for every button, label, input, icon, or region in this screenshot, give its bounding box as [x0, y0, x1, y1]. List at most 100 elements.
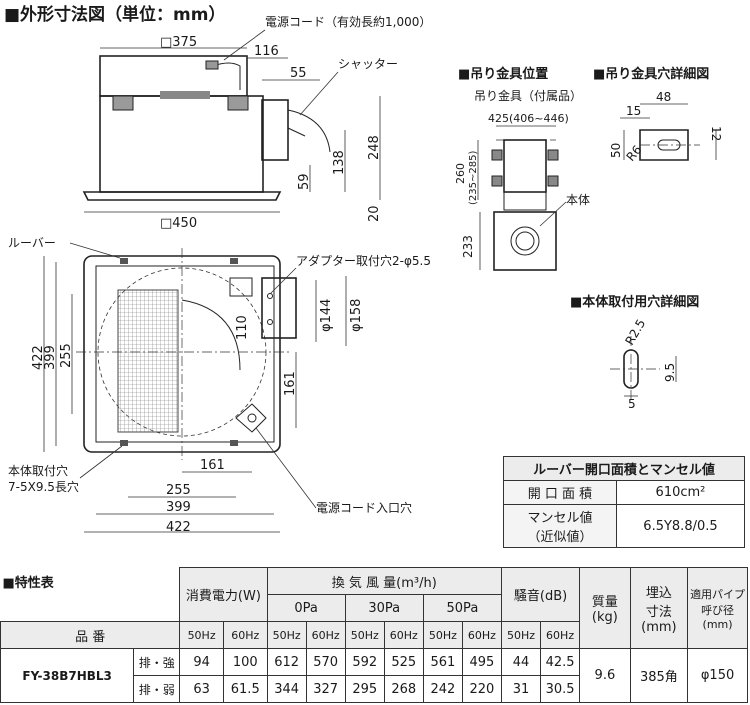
cell: 525	[383, 648, 424, 676]
side-view: □375 116 55 248 138 59 20 □450 電源コード（有効長…	[82, 14, 431, 231]
hanger-bolt	[547, 149, 559, 161]
pipe-header: 適用パイプ 呼び径 (mm)	[687, 567, 748, 649]
hanger-plate	[639, 129, 689, 161]
body-hole-label: 本体取付穴	[8, 463, 68, 478]
louver-table-title: ルーバー開口面積とマンセル値	[503, 456, 745, 481]
hanger-bolt	[491, 149, 503, 161]
hanger-body-label: 本体	[566, 193, 590, 207]
cell: 30.5	[540, 675, 581, 703]
bracket-right	[227, 95, 249, 111]
hanger-bolt	[491, 175, 503, 187]
dim-255v: 255	[59, 343, 74, 368]
louver-key: 開 口 面 積	[503, 480, 617, 505]
cell: 44	[500, 648, 542, 676]
cell: 268	[383, 675, 424, 703]
hanger-bolt	[547, 175, 559, 187]
shutter-flap	[287, 109, 331, 153]
louver-key: マンセル値 （近似値）	[503, 504, 617, 548]
hanger-position: ■吊り金具位置 吊り金具（付属品） 425(406~446) 260 (235~…	[454, 66, 590, 271]
drawing-canvas: ■外形寸法図（単位：mm） □375 116 55 248 138 59 20	[4, 4, 723, 535]
pipe-value: φ150	[687, 648, 748, 703]
hanger-fitting: 吊り金具（付属品）	[474, 88, 582, 103]
hz-header: 50Hz	[266, 621, 307, 649]
dim-260-sub: (235~285)	[468, 151, 479, 205]
dim-422h: 422	[166, 520, 191, 535]
dim-12: 12	[709, 126, 723, 141]
cell: 327	[305, 675, 346, 703]
shutter-label: シャッター	[338, 57, 398, 71]
dim-15: 15	[626, 104, 641, 118]
dim-399h: 399	[166, 500, 191, 515]
size-value: 385角	[629, 648, 689, 703]
cell: 295	[344, 675, 385, 703]
dim-95: 9.5	[663, 363, 677, 382]
dim-116: 116	[254, 44, 279, 59]
terminal-box	[229, 277, 253, 297]
airflow-header: 換 気 風 量(m³/h)	[266, 567, 502, 595]
pressure-0: 0Pa	[266, 594, 346, 622]
model-header: 品 番	[0, 621, 181, 649]
cord-note: 電源コード（有効長約1,000）	[265, 14, 431, 29]
table-row: 排・弱 63 61.5 344 327 295 268 242 220 31 3…	[1, 675, 748, 703]
pressure-30: 30Pa	[344, 594, 424, 622]
mount-hole	[230, 258, 238, 264]
mass-value: 9.6	[579, 648, 631, 703]
cord-plug	[205, 60, 219, 70]
pressure-50: 50Pa	[422, 594, 502, 622]
top-plate	[160, 91, 210, 99]
dim-138: 138	[332, 150, 347, 175]
cell: 495	[461, 648, 502, 676]
cell: 63	[179, 675, 224, 703]
hanger-body	[503, 139, 547, 193]
dim-r25: R2.5	[622, 317, 648, 348]
duct-adapter	[261, 99, 289, 161]
hz-header: 50Hz	[344, 621, 385, 649]
louver-plate-side	[82, 191, 282, 201]
dim-55: 55	[290, 66, 307, 81]
dim-161h: 161	[200, 458, 225, 473]
louver-table: ルーバー開口面積とマンセル値 開 口 面 積 610cm² マンセル値 （近似値…	[503, 456, 746, 548]
dim-sq375: □375	[160, 35, 197, 50]
dim-59: 59	[297, 173, 312, 190]
dim-110: 110	[235, 315, 250, 340]
size-header: 埋込 寸法 (mm)	[629, 567, 689, 649]
noise-header: 騒音(dB)	[500, 567, 581, 622]
spec-table: ■特性表 消費電力(W) 換 気 風 量(m³/h) 騒音(dB) 質量 (kg…	[0, 567, 748, 703]
hz-header: 60Hz	[540, 621, 581, 649]
dim-425: 425(406~446)	[488, 112, 569, 125]
louver-value: 6.5Y8.8/0.5	[615, 504, 746, 548]
dim-260: 260	[454, 163, 467, 184]
dim-399v: 399	[43, 345, 58, 370]
motor-box-top	[99, 55, 248, 97]
cord-entry-label: 電源コード入口穴	[316, 500, 412, 515]
hanger-title: ■吊り金具位置	[458, 66, 548, 82]
hanger-hole-detail: ■吊り金具穴詳細図 48 15 12 50 R6	[593, 66, 723, 164]
cell: 592	[344, 648, 385, 676]
hanger-hole-title: ■吊り金具穴詳細図	[593, 66, 709, 82]
front-view: 422 399 255 110 φ144 φ158 161 161 255 39…	[8, 236, 431, 535]
dim-sq450: □450	[160, 216, 197, 231]
hz-header: 50Hz	[179, 621, 224, 649]
spec-title: ■特性表	[0, 567, 180, 595]
dim-phi158: φ158	[349, 299, 364, 332]
hz-header: 60Hz	[305, 621, 346, 649]
cord-entry-hole	[235, 403, 267, 433]
hz-header: 50Hz	[422, 621, 463, 649]
dim-422v: 422	[31, 345, 46, 370]
cell: 612	[266, 648, 307, 676]
louver-value: 610cm²	[615, 480, 746, 505]
dim-48: 48	[656, 90, 671, 104]
bracket-left	[112, 95, 134, 111]
grille	[117, 289, 179, 433]
mass-header: 質量 (kg)	[579, 567, 631, 649]
power-header: 消費電力(W)	[179, 567, 268, 622]
section-title: ■外形寸法図（単位：mm）	[4, 4, 226, 25]
model-number: FY-38B7HBL3	[0, 648, 135, 703]
table-row: FY-38B7HBL3 排・強 94 100 612 570 592 525 5…	[0, 648, 748, 703]
dim-161v: 161	[283, 371, 298, 396]
mount-hole	[230, 440, 238, 446]
louver-inner	[95, 265, 275, 443]
cell: 94	[179, 648, 224, 676]
dim-5: 5	[628, 397, 636, 411]
louver-label: ルーバー	[8, 236, 56, 250]
